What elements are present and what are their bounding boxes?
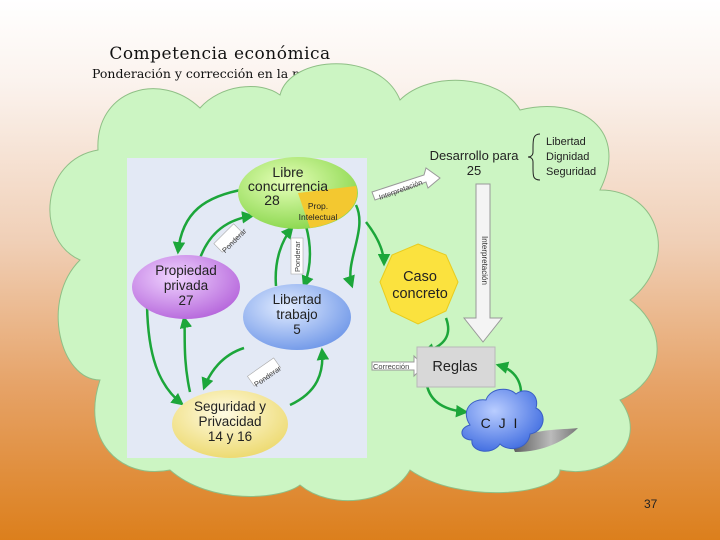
values-brace bbox=[527, 133, 541, 181]
svg-text:25: 25 bbox=[467, 163, 481, 178]
svg-text:privada: privada bbox=[164, 278, 209, 293]
page-number: 37 bbox=[644, 497, 658, 511]
arrow-seguridad-to-propiedad bbox=[179, 315, 193, 393]
svg-text:Propiedad: Propiedad bbox=[155, 263, 217, 278]
arrow-interpretacion-top bbox=[371, 167, 441, 201]
slide-title: Competencia económica bbox=[109, 44, 331, 64]
svg-text:Caso: Caso bbox=[403, 269, 437, 285]
values-list: Libertad Dignidad Seguridad bbox=[546, 136, 596, 178]
label-interpretacion-vertical: Interpretación bbox=[480, 236, 489, 285]
svg-text:Seguridad: Seguridad bbox=[546, 166, 596, 178]
node-libertad-trabajo: Libertad trabajo 5 bbox=[243, 284, 351, 350]
svg-text:5: 5 bbox=[293, 322, 301, 337]
svg-text:Libertad: Libertad bbox=[273, 292, 322, 307]
svg-text:C J I: C J I bbox=[481, 415, 520, 431]
arrow-panel-to-caso bbox=[365, 221, 391, 267]
node-libre-concurrencia: Libre concurrencia 28 Prop. Intelectual bbox=[238, 157, 358, 229]
node-seguridad-privacidad: Seguridad y Privacidad 14 y 16 bbox=[172, 390, 288, 458]
label-ponderar-mid: Ponderar bbox=[293, 241, 302, 272]
svg-text:Desarrollo para: Desarrollo para bbox=[430, 148, 520, 163]
svg-text:Prop.: Prop. bbox=[308, 201, 328, 211]
svg-text:concurrencia: concurrencia bbox=[248, 178, 328, 194]
node-reglas: Reglas bbox=[416, 346, 496, 388]
svg-text:Privacidad: Privacidad bbox=[198, 414, 261, 429]
slice-prop-intelectual bbox=[298, 186, 358, 228]
svg-text:Libre: Libre bbox=[272, 164, 303, 180]
svg-text:28: 28 bbox=[264, 192, 280, 208]
node-desarrollo: Desarrollo para 25 bbox=[430, 148, 520, 178]
svg-text:27: 27 bbox=[178, 293, 193, 308]
svg-text:trabajo: trabajo bbox=[276, 307, 317, 322]
svg-text:Intelectual: Intelectual bbox=[299, 212, 338, 222]
svg-text:Dignidad: Dignidad bbox=[546, 151, 589, 163]
svg-text:Seguridad y: Seguridad y bbox=[194, 399, 266, 414]
arrow-propiedad-to-seguridad bbox=[145, 304, 184, 406]
cji-swoosh bbox=[510, 428, 578, 452]
arrow-libre-to-libertad bbox=[301, 225, 314, 289]
node-cji: C J I bbox=[461, 388, 544, 452]
node-propiedad-privada: Propiedad privada 27 bbox=[132, 255, 240, 319]
arrow-libertad-to-seguridad bbox=[201, 346, 245, 391]
svg-text:Reglas: Reglas bbox=[432, 359, 477, 375]
arrow-libertad-to-libre-a bbox=[274, 226, 294, 287]
label-correccion: Corrección bbox=[373, 362, 409, 371]
svg-text:14 y 16: 14 y 16 bbox=[208, 429, 252, 444]
arrow-libre-to-propiedad bbox=[172, 187, 247, 255]
node-caso-concreto: Caso concreto bbox=[379, 243, 459, 325]
slide-subtitle: Ponderación y corrección en la práctica bbox=[92, 66, 345, 81]
svg-text:Libertad: Libertad bbox=[546, 136, 586, 148]
arrow-seguridad-to-libertad bbox=[289, 347, 330, 407]
arrow-interpretacion-vertical bbox=[462, 183, 504, 343]
ponderar-mid: Ponderar bbox=[290, 237, 304, 275]
arrow-libre-to-right bbox=[342, 204, 361, 289]
svg-text:concreto: concreto bbox=[392, 286, 448, 302]
